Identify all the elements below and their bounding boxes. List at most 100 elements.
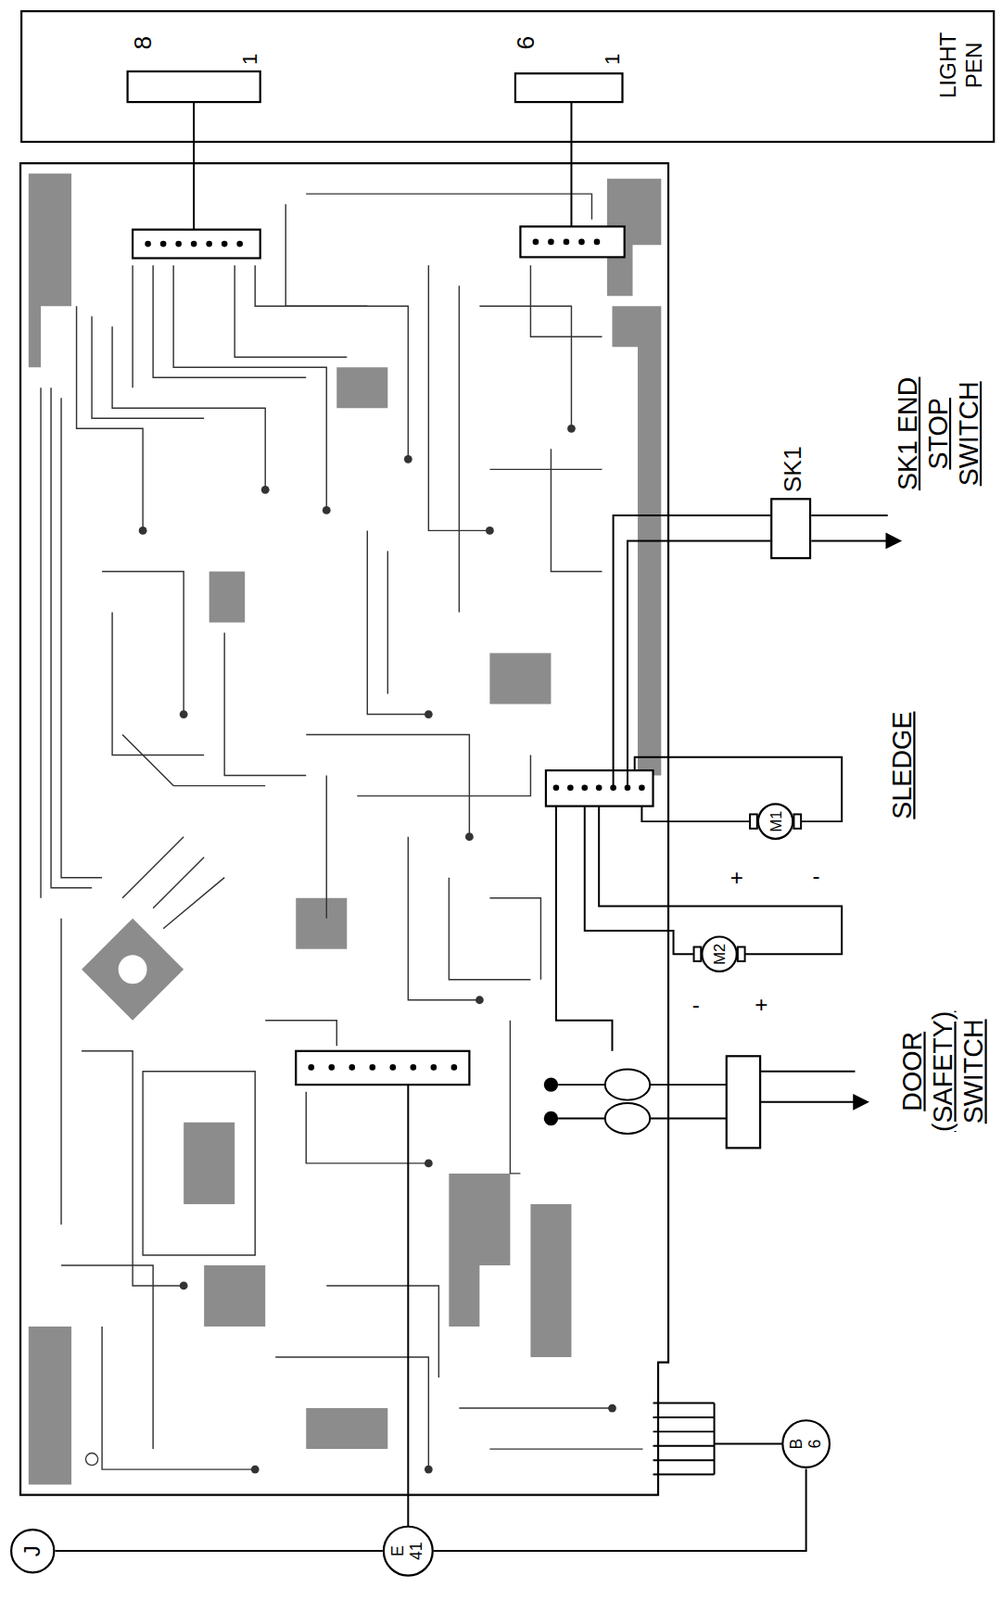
wire <box>584 806 695 955</box>
pcb-board <box>20 163 669 1496</box>
pcb-trace <box>489 1447 643 1449</box>
pcb-trace <box>479 305 571 429</box>
copper-plane <box>209 570 246 622</box>
pcb-trace <box>122 735 266 787</box>
wire-line <box>54 1549 382 1552</box>
connector-pin <box>221 240 229 248</box>
polarity-mark: - <box>692 991 700 1018</box>
pin-number: 8 <box>128 36 157 51</box>
solder-pad <box>322 506 331 515</box>
connector-outline <box>515 73 623 102</box>
wire <box>598 806 842 955</box>
solder-pad <box>179 710 189 719</box>
pcb-trace <box>61 397 102 877</box>
part-caption: SK1 END STOP SWITCH <box>892 367 985 500</box>
connector-pin <box>328 1064 335 1071</box>
pcb-trace <box>458 1407 612 1408</box>
pcb-trace <box>152 265 306 378</box>
mounting-hole <box>85 1452 98 1465</box>
part-caption: DOOR (SAFETY) SWITCH <box>898 969 990 1174</box>
connector-pin <box>205 240 213 248</box>
wire-line <box>433 1468 807 1551</box>
solder-pad <box>261 485 270 495</box>
solder-pad <box>475 995 484 1004</box>
pcb-trace <box>40 193 643 1470</box>
part-caption: SLEDGE <box>887 711 919 820</box>
pcb-trace <box>509 1020 521 1174</box>
pcb-board <box>20 163 669 1496</box>
wire <box>811 539 888 542</box>
solder-pad <box>139 526 148 535</box>
connector-pin <box>175 240 182 248</box>
pin-number: 6 <box>511 36 540 51</box>
switch-body <box>726 1055 761 1148</box>
connector-pin <box>410 1064 418 1071</box>
pcb-trace <box>407 837 480 1001</box>
pcb-trace <box>112 611 204 755</box>
pcb-trace <box>458 285 460 612</box>
connector-pin <box>532 239 540 246</box>
wire <box>570 101 572 227</box>
pcb-trace <box>356 755 531 797</box>
mounting-hole <box>118 954 148 984</box>
wire <box>649 1083 727 1086</box>
solder-pad <box>404 455 413 464</box>
connector-pin <box>348 1064 356 1071</box>
wire <box>760 1070 855 1073</box>
polarity-mark: + <box>754 991 768 1018</box>
motor-symbol: M1 <box>757 802 795 840</box>
copper-plane <box>28 173 662 1484</box>
motor-brush <box>694 947 702 962</box>
connector-pin <box>144 239 645 1071</box>
connector-outline <box>132 229 261 259</box>
copper-plane <box>28 173 72 368</box>
pcb-trace <box>50 387 92 888</box>
pcb-trace <box>101 570 184 714</box>
wire <box>713 1403 716 1475</box>
pcb-trace <box>60 918 62 1225</box>
connector-pin <box>581 784 588 791</box>
wire <box>653 1403 715 1475</box>
solder-pad <box>139 424 617 1474</box>
pcb-trace <box>131 265 133 388</box>
plug-terminal <box>886 532 903 550</box>
pcb-trace <box>448 877 531 980</box>
wire <box>641 806 750 823</box>
connector-pin <box>563 239 571 246</box>
pcb-trace <box>112 326 266 490</box>
wire <box>760 1101 855 1104</box>
mounting-hole <box>85 954 147 1465</box>
symbol-label: J <box>19 1545 46 1557</box>
wire <box>811 514 888 517</box>
connector-outline <box>127 71 654 1085</box>
wire <box>649 1116 727 1119</box>
connector-outline <box>545 770 654 807</box>
solder-pad <box>485 526 495 535</box>
polarity-mark: - <box>812 862 821 889</box>
connector-pin <box>236 240 243 248</box>
symbol-label: E 41 <box>389 1538 427 1563</box>
solder-pad <box>567 424 576 433</box>
connector-pin <box>596 784 603 791</box>
copper-plane <box>183 1122 235 1205</box>
connector-outline <box>520 226 624 257</box>
pcb-trace <box>101 1326 255 1470</box>
connector-pin <box>368 1064 376 1071</box>
connector-pin <box>390 1064 397 1071</box>
wire <box>558 1083 606 1086</box>
pcb-trace <box>265 1020 337 1047</box>
pcb-trace <box>550 448 602 571</box>
copper-plane <box>81 918 184 1021</box>
connector-pin <box>567 784 574 791</box>
wire <box>627 540 771 787</box>
motor-symbol: M2 <box>700 935 738 973</box>
connector-pin <box>594 239 601 246</box>
copper-plane <box>28 1326 72 1485</box>
connector-pin <box>578 239 585 246</box>
copper-plane <box>336 367 388 408</box>
frame-title: LIGHT PEN <box>935 26 988 104</box>
pcb-trace <box>489 469 602 470</box>
